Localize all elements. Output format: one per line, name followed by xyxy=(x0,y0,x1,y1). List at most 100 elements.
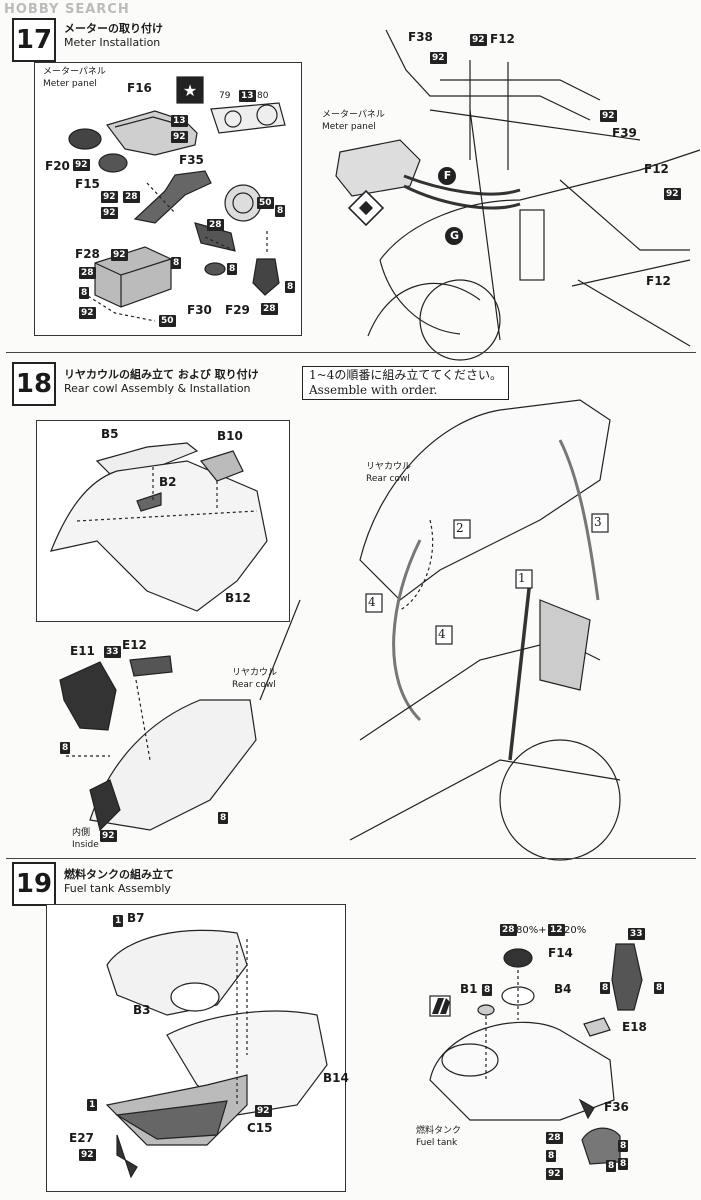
code-chip: 8 xyxy=(482,984,493,996)
part-F39: F39 xyxy=(612,126,637,140)
code-chip: 28 xyxy=(123,191,140,203)
code-chip: 92 xyxy=(546,1168,563,1180)
step-19-title-en: Fuel tank Assembly xyxy=(64,882,171,895)
step-19-number: 19 xyxy=(12,862,56,906)
svg-text:★: ★ xyxy=(183,81,197,100)
code-chip: 50 xyxy=(159,315,176,327)
watermark: HOBBY SEARCH xyxy=(4,2,130,17)
gauge-code-79: 79 xyxy=(219,91,231,101)
part-F14: F14 xyxy=(548,946,573,960)
step-17-title-en: Meter Installation xyxy=(64,36,161,49)
paint-mix-code-28: 28 xyxy=(500,924,517,936)
fuel-tank-label-jp: 燃料タンク xyxy=(416,1126,462,1136)
part-B1: B1 xyxy=(460,982,478,996)
part-F20: F20 xyxy=(45,159,70,173)
code-chip: 28 xyxy=(261,303,278,315)
code-chip: 92 xyxy=(73,159,90,171)
code-chip: 8 xyxy=(79,287,90,299)
code-chip: 50 xyxy=(257,197,274,209)
code-chip: 8 xyxy=(218,812,229,824)
inside-label-en: Inside xyxy=(72,840,99,850)
part-E27: E27 xyxy=(69,1131,94,1145)
rear-cowl-subassembly-box: B5 B10 B2 B12 xyxy=(36,420,290,622)
divider xyxy=(6,858,696,860)
assembly-order-note: 1~4の順番に組み立ててください。 Assemble with order. xyxy=(302,366,509,400)
code-chip: 28 xyxy=(207,219,224,231)
part-F12-detail: F12 xyxy=(646,274,671,288)
code-chip: 33 xyxy=(104,646,121,658)
inside-label-jp: 内側 xyxy=(72,828,91,838)
step-18-title-en: Rear cowl Assembly & Installation xyxy=(64,382,251,395)
code-chip: 8 xyxy=(606,1160,617,1172)
note-en: Assemble with order. xyxy=(309,383,438,397)
meter-panel-detail-box: ★ メーターパネル Meter panel F16 F20 F15 F35 F2… xyxy=(34,62,302,336)
part-E11: E11 xyxy=(70,644,95,658)
code-chip: 8 xyxy=(546,1150,557,1162)
code-chip: 92 xyxy=(79,307,96,319)
code-chip: 8 xyxy=(600,982,611,994)
fuel-tank-label-en: Fuel tank xyxy=(416,1138,458,1148)
code-chip: 92 xyxy=(664,188,681,200)
paint-mix-percent-80: 80%+ xyxy=(516,925,547,936)
rear-cowl-main-label-jp: リヤカウル xyxy=(366,462,412,472)
order-2: 2 xyxy=(456,521,464,535)
part-B12: B12 xyxy=(225,591,251,605)
rear-cowl-small-label-jp: リヤカウル xyxy=(232,668,278,678)
part-F28: F28 xyxy=(75,247,100,261)
meter-panel-drawing: ★ xyxy=(68,76,286,322)
part-F38: F38 xyxy=(408,30,433,44)
code-chip: 92 xyxy=(100,830,117,842)
code-chip: 13 xyxy=(171,115,188,127)
code-chip: 92 xyxy=(430,52,447,64)
code-chip: 28 xyxy=(546,1132,563,1144)
code-chip: 33 xyxy=(628,928,645,940)
part-F29: F29 xyxy=(225,303,250,317)
order-4b: 4 xyxy=(438,627,446,641)
code-chip: 8 xyxy=(60,742,71,754)
meter-panel-main-label-jp: メーターパネル xyxy=(322,110,385,120)
marker-F: F xyxy=(443,169,452,182)
part-B2: B2 xyxy=(159,475,177,489)
marker-G: G xyxy=(450,229,460,242)
code-chip: 8 xyxy=(654,982,665,994)
order-1: 1 xyxy=(518,571,526,585)
rear-cowl-small-label-en: Rear cowl xyxy=(232,680,276,690)
step-18-number: 18 xyxy=(12,362,56,406)
part-F12-right: F12 xyxy=(644,162,669,176)
code-chip: 92 xyxy=(101,207,118,219)
part-F15: F15 xyxy=(75,177,100,191)
code-chip: 92 xyxy=(470,34,487,46)
code-chip: 1 xyxy=(113,915,124,927)
code-chip: 8 xyxy=(275,205,286,217)
code-chip: 8 xyxy=(227,263,238,275)
part-F12-top: F12 xyxy=(490,32,515,46)
part-E18: E18 xyxy=(622,1020,647,1034)
code-chip: 92 xyxy=(111,249,128,261)
code-chip: 1 xyxy=(87,1099,98,1111)
code-chip: 8 xyxy=(285,281,296,293)
fuel-tank-subassembly-box: B7 B3 B14 C15 E27 1 1 92 92 xyxy=(46,904,349,1192)
rear-cowl-main-label-en: Rear cowl xyxy=(366,474,410,484)
divider xyxy=(6,352,696,354)
part-F16: F16 xyxy=(127,81,152,95)
code-chip: 8 xyxy=(171,257,182,269)
part-B3: B3 xyxy=(133,1003,151,1017)
part-B10: B10 xyxy=(217,429,243,443)
step-19-title-jp: 燃料タンクの組み立て xyxy=(64,868,174,881)
code-chip: 92 xyxy=(255,1105,272,1117)
meter-panel-main-label-en: Meter panel xyxy=(322,122,376,132)
code-chip: 8 xyxy=(618,1158,629,1170)
code-chip: 92 xyxy=(600,110,617,122)
meter-panel-label-en: Meter panel xyxy=(43,79,97,89)
code-chip: 92 xyxy=(79,1149,96,1161)
step-18-title-jp: リヤカウルの組み立て および 取り付け xyxy=(64,368,259,381)
rear-cowl-parts-drawing xyxy=(50,442,268,612)
paint-mix-code-12: 12 xyxy=(548,924,565,936)
part-C15: C15 xyxy=(247,1121,273,1135)
part-B14: B14 xyxy=(323,1071,349,1085)
code-chip: 28 xyxy=(79,267,96,279)
paint-mix-percent-20: 20% xyxy=(564,925,587,936)
part-F30: F30 xyxy=(187,303,212,317)
order-4a: 4 xyxy=(368,595,376,609)
part-E12: E12 xyxy=(122,638,147,652)
